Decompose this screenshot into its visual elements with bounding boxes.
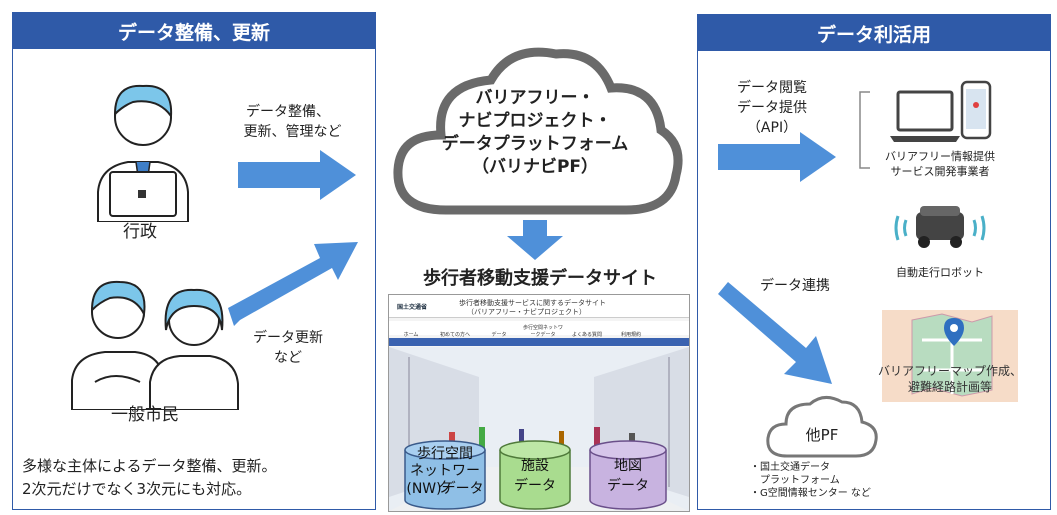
arrow-bottom-label-2: など (274, 350, 302, 366)
map-image (882, 310, 1018, 402)
targets-bracket (859, 91, 870, 169)
cylinder-nw-line3: (NW)データ (406, 481, 484, 497)
arrow-bottom-label-1: データ更新 (253, 330, 323, 346)
cylinder-map-line1: 地図 (614, 458, 642, 474)
admin-person-icon (97, 84, 189, 222)
developers-label-2: サービス開発事業者 (890, 165, 990, 178)
right-panel-title: データ利活用 (698, 15, 1050, 51)
site-menu-item[interactable]: よくある質問 (571, 332, 602, 338)
site-header-title-1: 歩行者移動支援サービスに関するデータサイト (459, 299, 606, 307)
site-menu-item[interactable]: ホーム (403, 332, 419, 338)
site-menu: ホーム 初めての方へ データ 歩行空間ネットワークデータよくある質問 利用規約 (389, 321, 689, 338)
right-arrow-top-label-2: データ提供 (737, 100, 807, 116)
site-menu-item[interactable]: 初めての方へ (439, 332, 470, 338)
developers-label-1: バリアフリー情報提供 (885, 150, 995, 163)
robot-label: 自動走行ロボット (896, 266, 984, 279)
cloud-line-1: バリアフリー・ (475, 88, 595, 108)
arrow-top-label-1: データ整備、 (246, 104, 330, 120)
robot-icon (894, 206, 986, 248)
arrow-pf-to-site (507, 220, 563, 260)
right-arrow-top-label-1: データ閲覧 (737, 80, 807, 96)
cylinder-map-line2: データ (607, 478, 649, 494)
cloud-line-3: データプラットフォーム (441, 134, 629, 154)
citizens-icon (71, 280, 239, 410)
site-header-org: 国土交通省 (397, 304, 428, 311)
arrow-pf-to-other-pf (718, 282, 832, 384)
other-pf-item-1: ・国土交通データ (750, 462, 830, 473)
arrow-citizen-to-pf (228, 242, 358, 326)
cylinder-nw-line1: 歩行空間 (417, 446, 473, 462)
left-footer-2: 2次元だけでなく3次元にも対応。 (22, 480, 252, 498)
other-pf-item-2: プラットフォーム (750, 475, 840, 486)
site-searchbar (389, 338, 689, 346)
site-header-title-2: （バリアフリー・ナビプロジェクト） (467, 308, 586, 316)
citizen-label: 一般市民 (111, 405, 179, 425)
site-header: 国土交通省 歩行者移動支援サービスに関するデータサイト （バリアフリー・ナビプロ… (389, 295, 689, 318)
site-menu-item[interactable]: 歩行空間ネットワークデータ (522, 325, 563, 338)
arrow-admin-to-pf (238, 150, 356, 200)
arrow-top-label-2: 更新、管理など (243, 124, 342, 140)
other-pf-title: 他PF (805, 426, 839, 444)
cylinder-facility-line2: データ (514, 478, 556, 494)
right-arrow-bottom-label: データ連携 (760, 278, 830, 294)
smartphone-icon (960, 80, 992, 140)
admin-label: 行政 (123, 222, 157, 242)
cylinders (404, 440, 667, 510)
site-title: 歩行者移動支援データサイト (423, 268, 657, 289)
cloud-line-4: （バリナビPF） (471, 157, 599, 177)
cloud-line-2: ナビプロジェクト・ (458, 111, 612, 131)
other-pf-item-3: ・G空間情報センター など (750, 488, 871, 499)
laptop-icon (890, 90, 960, 142)
other-pf-cloud (766, 396, 878, 458)
arrow-pf-to-developers (718, 132, 836, 182)
left-panel-title: データ整備、更新 (13, 13, 375, 49)
cylinder-facility-line1: 施設 (521, 458, 549, 474)
right-arrow-top-label-3: （API） (746, 120, 798, 136)
map-label-1: バリアフリーマップ作成、 (877, 364, 1022, 378)
platform-cloud (393, 47, 683, 215)
left-footer-1: 多様な主体によるデータ整備、更新。 (22, 457, 277, 475)
site-menu-item[interactable]: 利用規約 (620, 332, 641, 338)
cylinder-nw-line2: ネットワーク (410, 463, 480, 496)
site-menu-item[interactable]: データ (491, 332, 507, 338)
map-label-2: 避難経路計画等 (907, 380, 992, 394)
